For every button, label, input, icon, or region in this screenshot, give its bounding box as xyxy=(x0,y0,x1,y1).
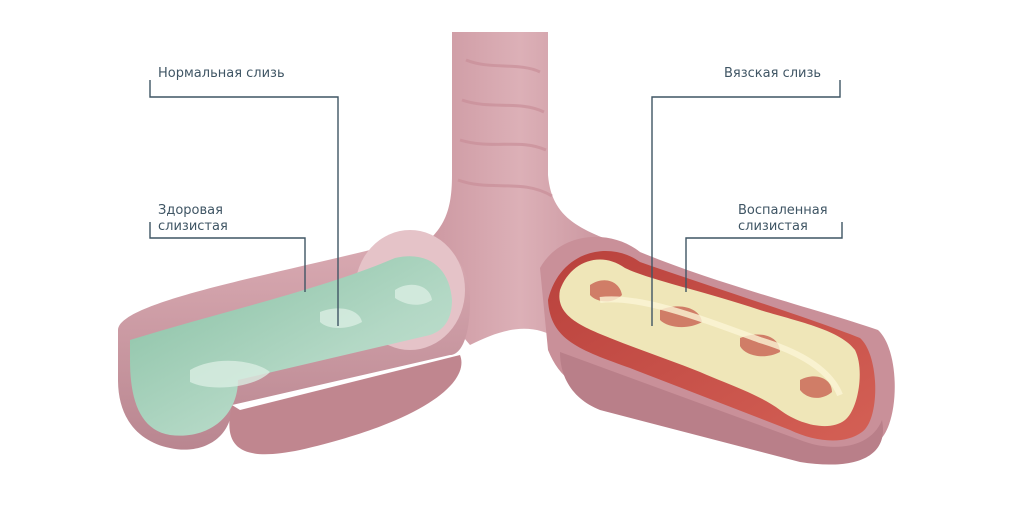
leader-line-normal-mucus xyxy=(149,80,339,326)
leader-line-inflamed-mucosa xyxy=(685,222,843,292)
inflamed-mucosa-text-2: слизистая xyxy=(738,219,808,234)
healthy-mucosa-label: Здоровая слизистая xyxy=(158,203,228,235)
healthy-mucosa-lumen xyxy=(130,256,452,436)
normal-mucus-label: Нормальная слизь xyxy=(158,66,285,82)
leader-lines xyxy=(149,80,843,326)
inflamed-bronchus xyxy=(540,236,895,465)
leader-line-healthy-mucosa xyxy=(149,222,306,292)
healthy-mucosa-text-2: слизистая xyxy=(158,219,228,234)
viscous-mucus-text: Вязская слизь xyxy=(724,66,822,81)
inflamed-mucosa-text-1: Воспаленная xyxy=(738,203,828,218)
leader-line-viscous-mucus xyxy=(651,80,841,326)
healthy-mucosa-text-1: Здоровая xyxy=(158,203,223,218)
inflamed-mucosa-label: Воспаленная слизистая xyxy=(738,203,828,235)
normal-mucus-text: Нормальная слизь xyxy=(158,66,285,81)
healthy-bronchus xyxy=(118,230,470,455)
viscous-mucus-label: Вязская слизь xyxy=(724,66,821,82)
